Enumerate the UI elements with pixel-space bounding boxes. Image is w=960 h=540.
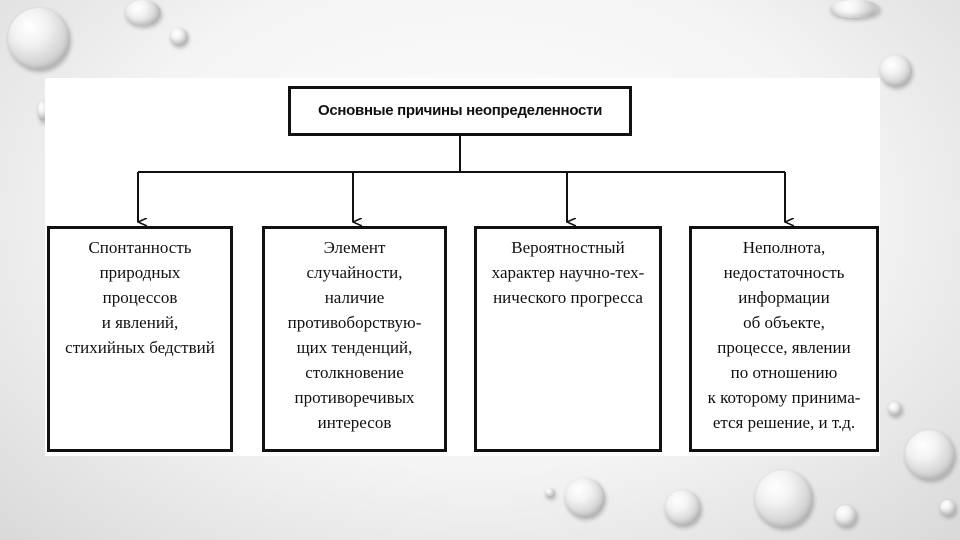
water-drop-decoration bbox=[545, 488, 555, 498]
water-drop-decoration bbox=[565, 478, 605, 518]
cause-box-incomplete-information: Неполнота, недостаточность информации об… bbox=[689, 226, 879, 452]
connector-lines bbox=[137, 136, 880, 456]
water-drop-decoration bbox=[170, 28, 188, 46]
water-drop-decoration bbox=[905, 430, 955, 480]
water-drop-decoration bbox=[125, 0, 161, 26]
diagram-panel: Основные причины неопределенности Спонта… bbox=[45, 78, 880, 456]
water-drop-decoration bbox=[830, 0, 880, 18]
water-drop-decoration bbox=[888, 402, 902, 416]
water-drop-decoration bbox=[940, 500, 956, 516]
diagram-title-box: Основные причины неопределенности bbox=[288, 86, 632, 136]
cause-box-randomness: Элемент случайности, наличие противоборс… bbox=[262, 226, 447, 452]
water-drop-decoration bbox=[880, 55, 912, 87]
water-drop-decoration bbox=[8, 8, 70, 70]
cause-box-scientific-progress: Вероятностный характер научно-тех- ничес… bbox=[474, 226, 662, 452]
water-drop-decoration bbox=[665, 490, 701, 526]
water-drop-decoration bbox=[835, 505, 857, 527]
water-drop-decoration bbox=[755, 470, 813, 528]
cause-box-natural-processes: Спонтанность природных процессов и явлен… bbox=[47, 226, 233, 452]
water-drop-decoration bbox=[38, 100, 48, 122]
